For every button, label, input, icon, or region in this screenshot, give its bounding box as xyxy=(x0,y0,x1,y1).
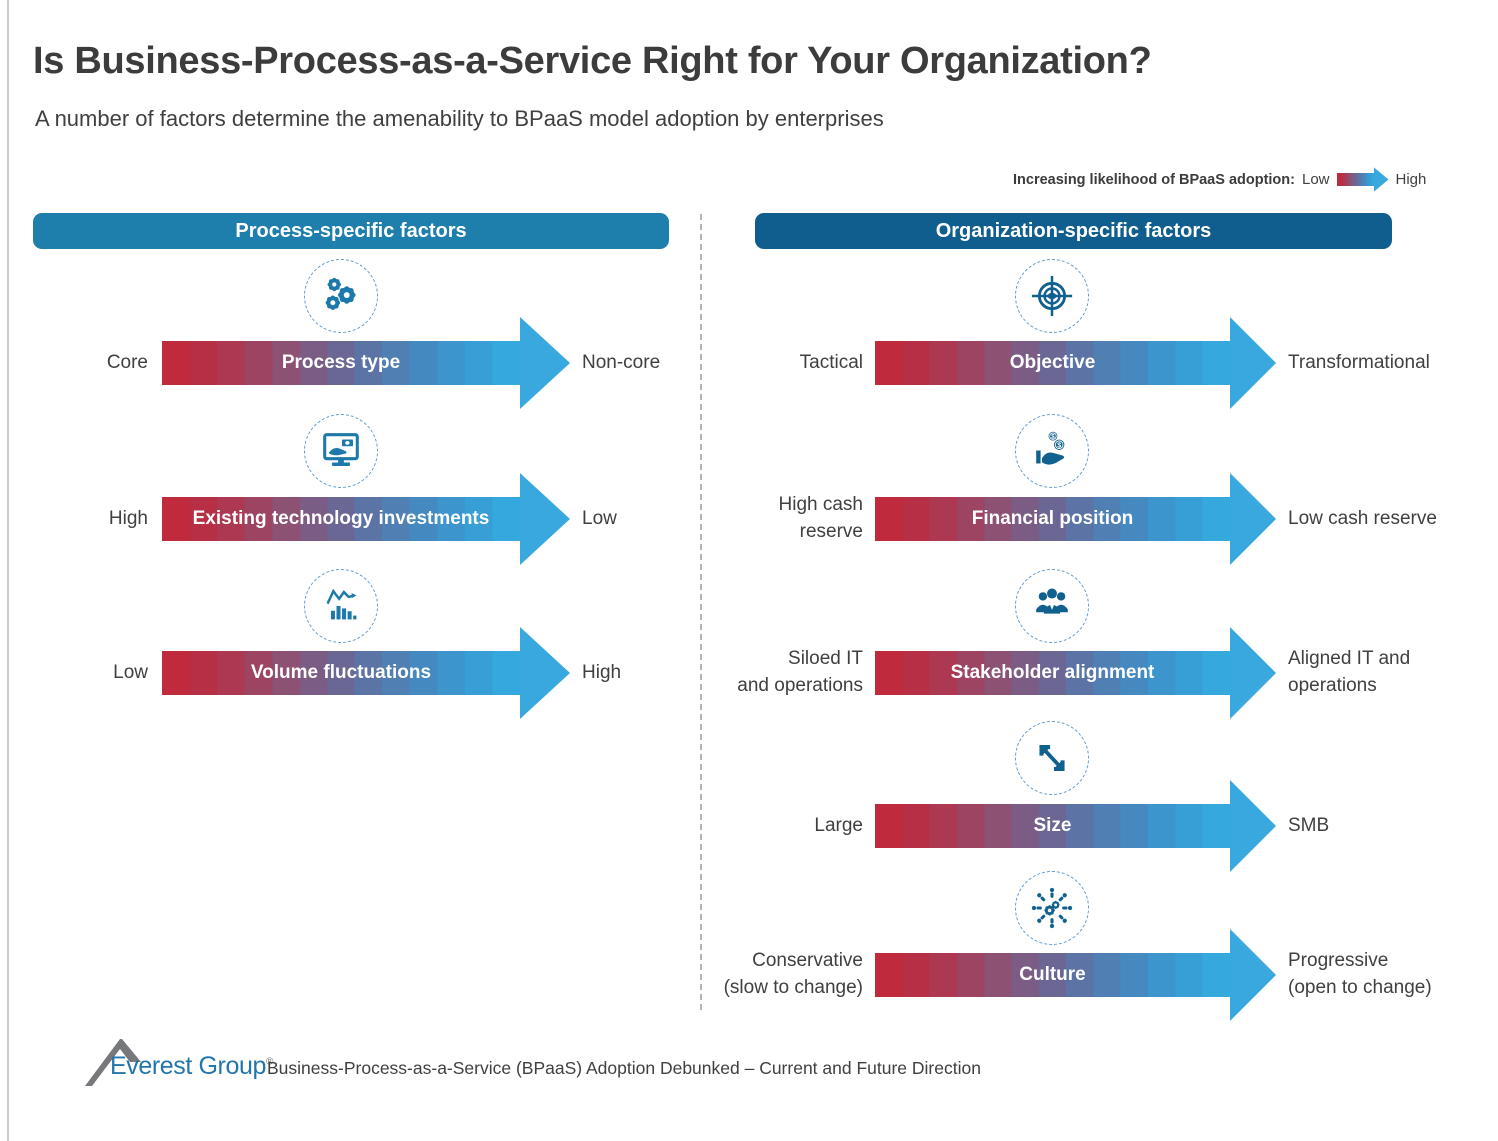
factor-name: Stakeholder alignment xyxy=(950,662,1155,683)
factor-row-stakeholder-alignment: Siloed IT and operations Stakeholder ali… xyxy=(700,627,1410,719)
left-edge-line xyxy=(7,0,9,1141)
factor-row-process-type: Core Process type Non-core xyxy=(33,317,660,409)
gears-icon xyxy=(304,259,378,333)
gradient-arrow: Existing technology investments xyxy=(162,473,570,565)
process-factors-header: Process-specific factors xyxy=(33,213,669,249)
factor-left-label: High cash reserve xyxy=(778,494,864,542)
legend-label: Increasing likelihood of BPaaS adoption: xyxy=(1013,171,1295,188)
adoption-legend: Increasing likelihood of BPaaS adoption:… xyxy=(1013,167,1426,192)
arrow-head xyxy=(1230,780,1276,872)
factor-right-label: Progressive (open to change) xyxy=(1288,950,1432,998)
legend-high-label: High xyxy=(1395,171,1427,188)
factor-row-volume-fluctuations: Low Volume fluctuations High xyxy=(33,627,621,719)
factor-right-label: Low cash reserve xyxy=(1288,507,1437,529)
factor-left-label: High xyxy=(108,507,148,529)
arrow-head xyxy=(520,473,570,565)
culture-icon xyxy=(1015,871,1089,945)
svg-text:$: $ xyxy=(1057,442,1061,450)
factor-row-size: Large Size SMB xyxy=(700,780,1329,872)
legend-low-label: Low xyxy=(1301,171,1330,188)
factor-row-technology-investments: High Existing technology investments Low xyxy=(33,473,617,565)
factor-name: Objective xyxy=(1009,352,1096,373)
factor-name: Volume fluctuations xyxy=(250,662,432,683)
everest-group-logo: Everest Group® xyxy=(110,1052,273,1081)
factor-name: Financial position xyxy=(971,508,1134,529)
financial-hand-icon: $ $ xyxy=(1015,414,1089,488)
factor-left-label: Conservative (slow to change) xyxy=(723,950,863,998)
volume-chart-icon xyxy=(304,569,378,643)
gradient-arrow: Process type xyxy=(162,317,570,409)
logo-wordmark: Everest Group xyxy=(110,1052,266,1080)
registered-mark: ® xyxy=(265,1056,273,1068)
factor-left-label: Low xyxy=(113,661,148,683)
factor-name: Culture xyxy=(1019,964,1086,985)
factor-row-culture: Conservative (slow to change) Culture Pr… xyxy=(700,929,1432,1021)
factor-name: Size xyxy=(1033,815,1072,836)
everest-group-logo-mountain-icon xyxy=(85,1039,141,1086)
factor-row-objective: Tactical Objective Transformational xyxy=(700,317,1430,409)
arrow-head xyxy=(520,317,570,409)
organization-factors-header: Organization-specific factors xyxy=(755,213,1392,249)
factor-right-label: Aligned IT and operations xyxy=(1288,648,1411,696)
technology-investment-icon xyxy=(304,414,378,488)
factor-right-label: Non-core xyxy=(582,351,661,373)
svg-text:$: $ xyxy=(1051,434,1055,441)
target-icon xyxy=(1015,259,1089,333)
resize-icon xyxy=(1015,721,1089,795)
gradient-arrow: Culture xyxy=(875,929,1276,1021)
stakeholders-icon xyxy=(1015,569,1089,643)
factor-left-label: Siloed IT and operations xyxy=(737,648,863,696)
factor-left-label: Tactical xyxy=(799,351,863,373)
factor-right-label: High xyxy=(582,661,622,683)
factor-left-label: Core xyxy=(106,351,148,373)
gradient-arrow: Objective xyxy=(875,317,1276,409)
page-subtitle: A number of factors determine the amenab… xyxy=(35,106,884,131)
gradient-arrow: Size xyxy=(875,780,1276,872)
arrow-head xyxy=(1230,627,1276,719)
factor-row-financial-position: High cash reserve Financial position Low… xyxy=(700,473,1437,565)
arrow-head xyxy=(1230,929,1276,1021)
arrow-head xyxy=(1230,317,1276,409)
factor-left-label: Large xyxy=(814,814,863,836)
arrow-head xyxy=(520,627,570,719)
legend-gradient-arrow-icon xyxy=(1336,167,1389,192)
factor-name: Existing technology investments xyxy=(192,508,490,529)
arrow-head xyxy=(1230,473,1276,565)
factor-right-label: Transformational xyxy=(1288,351,1430,373)
column-divider xyxy=(700,214,702,1010)
page-title: Is Business-Process-as-a-Service Right f… xyxy=(33,40,1152,82)
gradient-arrow: Stakeholder alignment xyxy=(875,627,1276,719)
factor-right-label: Low xyxy=(582,507,617,529)
factor-right-label: SMB xyxy=(1288,814,1330,836)
gradient-arrow: Financial position xyxy=(875,473,1276,565)
gradient-arrow: Volume fluctuations xyxy=(162,627,570,719)
footer-caption: Business-Process-as-a-Service (BPaaS) Ad… xyxy=(267,1058,981,1078)
factor-name: Process type xyxy=(281,352,401,373)
